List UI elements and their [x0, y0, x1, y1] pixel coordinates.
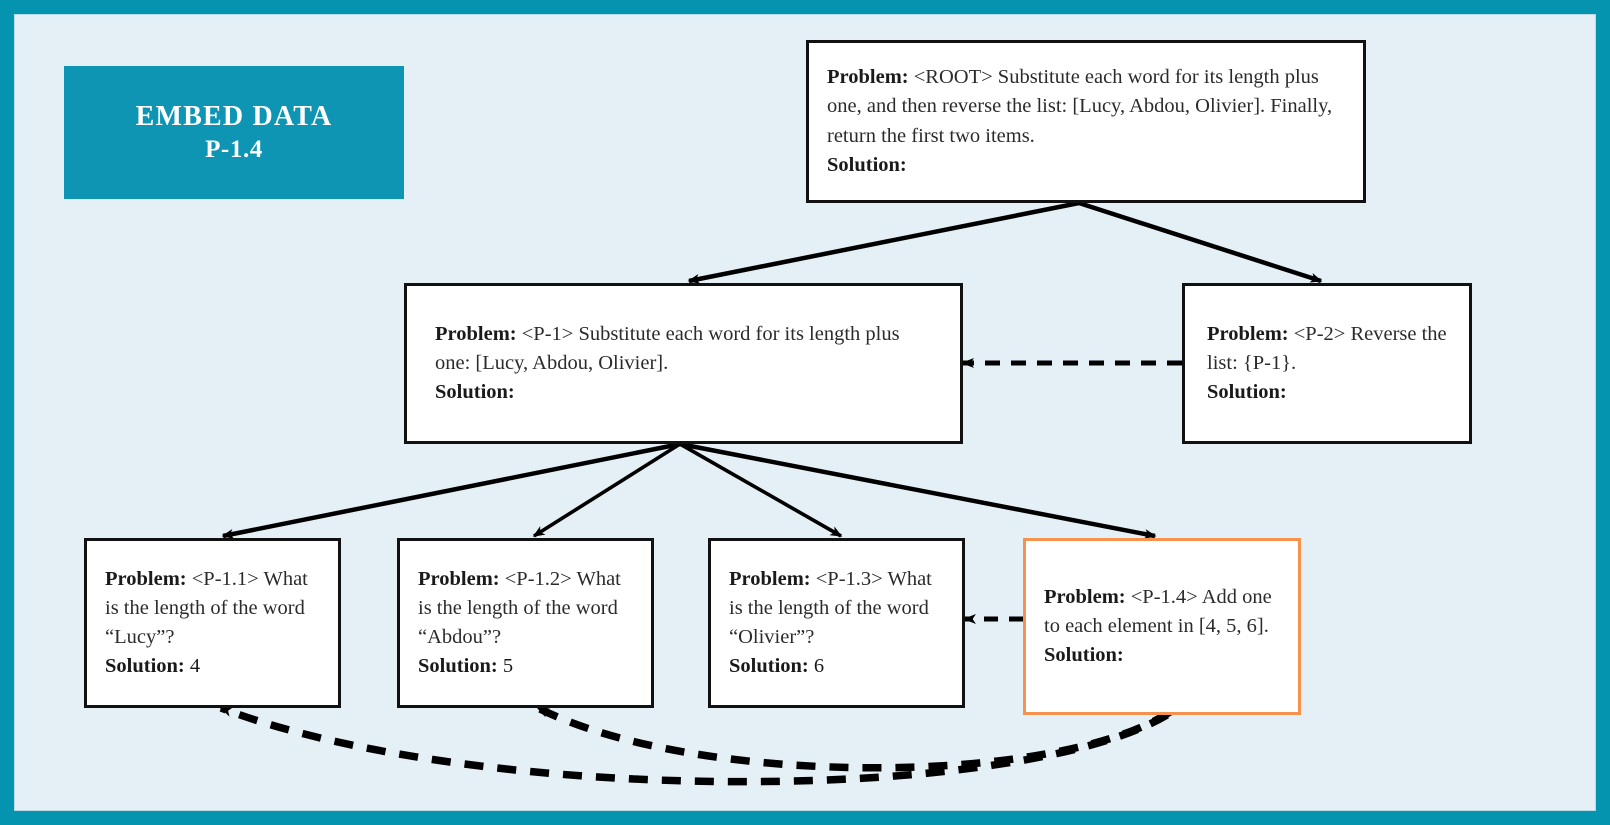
node-p11-problem: <P-1.1> What is the length of the word “… — [105, 567, 308, 648]
edge-p1-to-p14 — [679, 441, 1157, 539]
edge-p14-to-p11-dashed — [219, 704, 1169, 786]
solution-label: Solution: — [1044, 644, 1124, 667]
diagram-canvas: EMBED DATA P-1.4 Problem: <ROOT> Substit… — [14, 14, 1596, 811]
node-root-text: Problem: <ROOT> Substitute each word for… — [809, 63, 1363, 179]
badge-line-2: P-1.4 — [205, 136, 263, 164]
node-p13-solution: 6 — [813, 655, 825, 678]
edge-root-to-p1 — [687, 200, 1080, 284]
node-p11[interactable]: Problem: <P-1.1> What is the length of t… — [84, 538, 341, 708]
solution-label: Solution: — [435, 381, 515, 404]
solution-label: Solution: — [105, 655, 185, 678]
node-p1-text: Problem: <P-1> Substitute each word for … — [407, 320, 960, 407]
node-p2-problem: <P-2> Reverse the list: {P-1}. — [1207, 322, 1447, 374]
node-p11-text: Problem: <P-1.1> What is the length of t… — [87, 565, 338, 681]
edge-p1-to-p13 — [679, 442, 843, 538]
edge-root-to-p2 — [1078, 200, 1323, 284]
solution-label: Solution: — [827, 153, 907, 176]
node-p11-solution: 4 — [189, 655, 201, 678]
node-p14-problem: <P-1.4> Add one to each element in [4, 5… — [1044, 585, 1272, 637]
problem-label: Problem: — [1044, 585, 1126, 608]
node-p13[interactable]: Problem: <P-1.3> What is the length of t… — [708, 538, 965, 708]
node-p1-problem: <P-1> Substitute each word for its lengt… — [435, 322, 900, 374]
problem-label: Problem: — [418, 567, 500, 590]
node-p12-solution: 5 — [502, 655, 514, 678]
embed-data-badge: EMBED DATA P-1.4 — [64, 66, 404, 199]
node-p1[interactable]: Problem: <P-1> Substitute each word for … — [404, 283, 963, 444]
node-p13-problem: <P-1.3> What is the length of the word “… — [729, 567, 932, 648]
problem-label: Problem: — [105, 567, 187, 590]
node-p12[interactable]: Problem: <P-1.2> What is the length of t… — [397, 538, 654, 708]
problem-label: Problem: — [1207, 322, 1289, 345]
node-p12-text: Problem: <P-1.2> What is the length of t… — [400, 565, 651, 681]
badge-line-1: EMBED DATA — [135, 100, 333, 132]
node-p2[interactable]: Problem: <P-2> Reverse the list: {P-1}. … — [1182, 283, 1472, 444]
solution-label: Solution: — [1207, 381, 1287, 404]
problem-label: Problem: — [729, 567, 811, 590]
node-root-problem: <ROOT> Substitute each word for its leng… — [827, 66, 1333, 147]
edge-p1-to-p11 — [221, 441, 681, 539]
solution-label: Solution: — [418, 655, 498, 678]
edge-p14-to-p12-dashed — [536, 704, 1173, 772]
node-p14-text: Problem: <P-1.4> Add one to each element… — [1026, 583, 1298, 670]
solution-label: Solution: — [729, 655, 809, 678]
problem-label: Problem: — [435, 322, 517, 345]
node-p2-text: Problem: <P-2> Reverse the list: {P-1}. … — [1185, 320, 1469, 407]
problem-label: Problem: — [827, 66, 909, 89]
node-root[interactable]: Problem: <ROOT> Substitute each word for… — [806, 40, 1366, 203]
node-p14[interactable]: Problem: <P-1.4> Add one to each element… — [1023, 538, 1301, 715]
node-p13-text: Problem: <P-1.3> What is the length of t… — [711, 565, 962, 681]
node-p12-problem: <P-1.2> What is the length of the word “… — [418, 567, 621, 648]
edge-p1-to-p12 — [532, 442, 681, 538]
